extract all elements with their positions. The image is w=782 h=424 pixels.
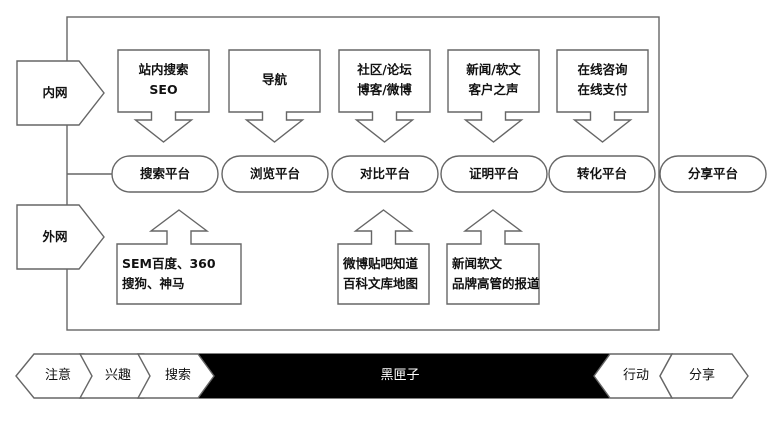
- top-box-site-search: [117, 49, 210, 143]
- top-box-consult: [556, 49, 649, 143]
- bottom-box-social: [337, 209, 430, 305]
- platform-pill-search: [111, 155, 219, 193]
- top-box-community: [338, 49, 431, 143]
- funnel-shape-search: [136, 353, 215, 399]
- platform-pill-compare: [331, 155, 439, 193]
- zone-intranet-shape: [16, 60, 105, 126]
- platform-pill-browse: [221, 155, 329, 193]
- platform-pill-share: [659, 155, 767, 193]
- platform-pill-convert: [548, 155, 656, 193]
- funnel-shape-share: [659, 353, 749, 399]
- platform-pill-proof: [440, 155, 548, 193]
- bottom-box-sem: [116, 209, 242, 305]
- funnel-shape-black-box: [194, 353, 611, 399]
- zone-extranet-shape: [16, 204, 105, 270]
- top-box-navigation: [228, 49, 321, 143]
- top-box-news: [447, 49, 540, 143]
- bottom-box-press: [446, 209, 540, 305]
